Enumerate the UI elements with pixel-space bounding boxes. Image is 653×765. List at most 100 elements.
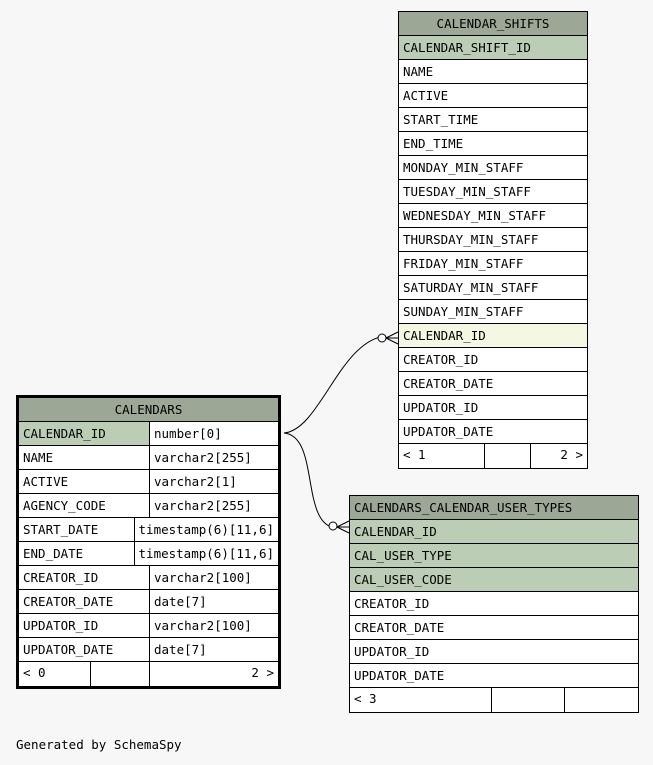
column-row[interactable]: CAL_USER_CODE	[350, 568, 638, 592]
column-name: CREATOR_ID	[403, 352, 479, 367]
column-name: UPDATOR_ID	[403, 400, 479, 415]
column-name: WEDNESDAY_MIN_STAFF	[403, 208, 546, 223]
column-type: varchar2[100]	[149, 614, 278, 637]
column-name: FRIDAY_MIN_STAFF	[403, 256, 524, 271]
column-row[interactable]: CALENDAR_SHIFT_ID	[399, 36, 587, 60]
column-name: END_TIME	[403, 136, 464, 151]
column-name: ACTIVE	[403, 88, 449, 103]
parents-count[interactable]: < 3	[354, 691, 377, 706]
column-row[interactable]: MONDAY_MIN_STAFF	[399, 156, 587, 180]
footer-spacer	[90, 662, 149, 686]
column-name: NAME	[23, 450, 54, 465]
column-name: END_DATE	[23, 546, 84, 561]
table-title: CALENDARS_CALENDAR_USER_TYPES	[354, 500, 573, 515]
column-name: CAL_USER_CODE	[350, 568, 638, 591]
column-name: THURSDAY_MIN_STAFF	[403, 232, 539, 247]
parents-count[interactable]: < 1	[403, 447, 426, 462]
column-row[interactable]: UPDATOR_ID varchar2[100]	[19, 614, 278, 638]
column-row[interactable]: UPDATOR_DATE	[350, 664, 638, 688]
column-type: date[7]	[149, 590, 278, 613]
column-name: SUNDAY_MIN_STAFF	[403, 304, 524, 319]
column-row[interactable]: CAL_USER_TYPE	[350, 544, 638, 568]
column-name: CAL_USER_TYPE	[350, 544, 638, 567]
column-type: varchar2[255]	[149, 446, 278, 469]
table-calendar-shifts[interactable]: CALENDAR_SHIFTS CALENDAR_SHIFT_ID NAME ACT…	[398, 11, 588, 469]
table-header[interactable]: CALENDARS	[19, 398, 278, 422]
column-row[interactable]: CREATOR_DATE	[350, 616, 638, 640]
column-row[interactable]: NAME	[399, 60, 587, 84]
table-footer: < 3	[350, 688, 638, 712]
table-footer: < 0 2 >	[19, 662, 278, 686]
table-title: CALENDAR_SHIFTS	[436, 16, 550, 31]
column-name: SATURDAY_MIN_STAFF	[403, 280, 539, 295]
column-row[interactable]: UPDATOR_ID	[399, 396, 587, 420]
column-row[interactable]: CREATOR_DATE	[399, 372, 587, 396]
column-name: UPDATOR_ID	[354, 644, 430, 659]
column-name: CALENDAR_SHIFT_ID	[399, 36, 587, 59]
column-name: CREATOR_DATE	[23, 594, 114, 609]
column-type: varchar2[1]	[149, 470, 278, 493]
table-title: CALENDARS	[114, 402, 183, 417]
column-name: ACTIVE	[23, 474, 69, 489]
edge-crowfoot-marker	[336, 520, 350, 534]
column-list: CALENDAR_SHIFT_ID NAME ACTIVE START_TIME END…	[399, 36, 587, 444]
column-row[interactable]: UPDATOR_DATE	[399, 420, 587, 444]
column-row[interactable]: CALENDAR_ID	[399, 324, 587, 348]
column-row[interactable]: WEDNESDAY_MIN_STAFF	[399, 204, 587, 228]
column-row[interactable]: THURSDAY_MIN_STAFF	[399, 228, 587, 252]
edge-optional-marker	[328, 521, 338, 531]
column-name: UPDATOR_ID	[23, 618, 99, 633]
column-name: UPDATOR_DATE	[403, 424, 494, 439]
column-row[interactable]: SUNDAY_MIN_STAFF	[399, 300, 587, 324]
column-type: timestamp(6)[11,6]	[133, 518, 278, 541]
column-name: START_DATE	[23, 522, 99, 537]
column-name: AGENCY_CODE	[23, 498, 106, 513]
footer-spacer	[491, 688, 564, 712]
column-row[interactable]: CALENDAR_ID	[350, 520, 638, 544]
column-row[interactable]: START_TIME	[399, 108, 587, 132]
children-count[interactable]: 2 >	[149, 662, 278, 686]
column-type: timestamp(6)[11,6]	[133, 542, 278, 565]
column-name: NAME	[403, 64, 434, 79]
table-footer: < 1 2 >	[399, 444, 587, 468]
edge-optional-marker	[377, 333, 387, 343]
column-type: varchar2[100]	[149, 566, 278, 589]
column-row[interactable]: CREATOR_ID	[350, 592, 638, 616]
column-name: CREATOR_DATE	[403, 376, 494, 391]
column-row[interactable]: START_DATE timestamp(6)[11,6]	[19, 518, 278, 542]
children-count[interactable]	[564, 688, 638, 712]
column-type: date[7]	[149, 638, 278, 661]
generated-by-credit: Generated by SchemaSpy	[16, 737, 182, 752]
table-calendars-calendar-user-types[interactable]: CALENDARS_CALENDAR_USER_TYPES CALENDAR_I…	[349, 495, 639, 713]
column-name: CREATOR_DATE	[354, 620, 445, 635]
column-row[interactable]: UPDATOR_DATE date[7]	[19, 638, 278, 662]
column-row[interactable]: TUESDAY_MIN_STAFF	[399, 180, 587, 204]
column-row[interactable]: UPDATOR_ID	[350, 640, 638, 664]
column-row[interactable]: CREATOR_ID	[399, 348, 587, 372]
edge-calendars-to-calendar-shifts	[283, 335, 387, 434]
column-name: UPDATOR_DATE	[23, 642, 114, 657]
column-row[interactable]: ACTIVE	[399, 84, 587, 108]
column-name: CALENDAR_ID	[350, 520, 638, 543]
column-row[interactable]: FRIDAY_MIN_STAFF	[399, 252, 587, 276]
column-row[interactable]: END_TIME	[399, 132, 587, 156]
column-row[interactable]: END_DATE timestamp(6)[11,6]	[19, 542, 278, 566]
column-name: START_TIME	[403, 112, 479, 127]
column-type: number[0]	[149, 422, 278, 445]
table-header[interactable]: CALENDARS_CALENDAR_USER_TYPES	[350, 496, 638, 520]
column-row[interactable]: CREATOR_DATE date[7]	[19, 590, 278, 614]
column-name: TUESDAY_MIN_STAFF	[403, 184, 531, 199]
table-header[interactable]: CALENDAR_SHIFTS	[399, 12, 587, 36]
column-row[interactable]: ACTIVE varchar2[1]	[19, 470, 278, 494]
edge-calendars-to-user-types	[283, 432, 337, 529]
column-row[interactable]: SATURDAY_MIN_STAFF	[399, 276, 587, 300]
parents-count[interactable]: < 0	[23, 665, 46, 680]
children-count[interactable]: 2 >	[530, 444, 587, 468]
column-row[interactable]: NAME varchar2[255]	[19, 446, 278, 470]
